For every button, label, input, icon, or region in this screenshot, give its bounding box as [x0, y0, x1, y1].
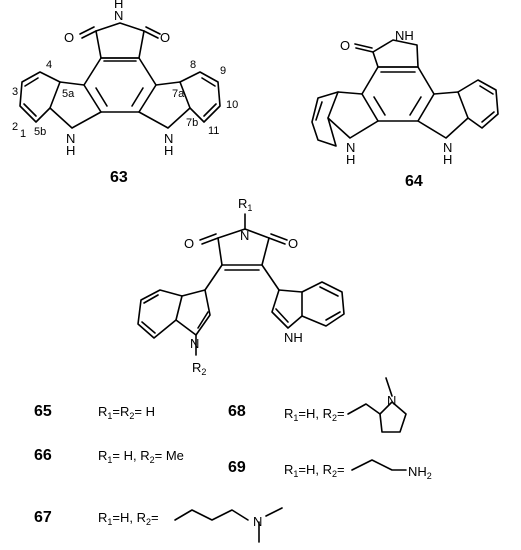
atom-H: H: [164, 143, 173, 158]
atom-O: O: [288, 236, 298, 251]
compound-id-65: 65: [34, 403, 52, 420]
structure-bisindolylmaleimide: [137, 213, 345, 356]
atom-R1: R1: [238, 196, 252, 213]
atom-NH: NH: [284, 330, 303, 345]
compound-id-66: 66: [34, 447, 52, 464]
substituent-69: R1=H, R2=: [284, 462, 345, 479]
position-label: 10: [226, 99, 238, 111]
atom-N: N: [387, 393, 396, 408]
atom-O: O: [160, 30, 170, 45]
atom-H: H: [114, 0, 123, 11]
atom-N: N: [443, 140, 452, 155]
compound-id-63: 63: [110, 169, 128, 186]
position-label: 3: [12, 86, 18, 98]
compound-id-67: 67: [34, 509, 52, 526]
position-label: 7b: [186, 117, 198, 129]
dimethylaminopropyl-chain: [174, 507, 283, 543]
methylpyrrolidinylmethyl-ring: [347, 377, 407, 433]
atom-H: H: [443, 152, 452, 167]
position-label: 9: [220, 65, 226, 77]
substituent-67: R1=H, R2=: [98, 510, 159, 527]
atom-N: N: [164, 131, 173, 146]
atom-O: O: [184, 236, 194, 251]
compound-id-68: 68: [228, 403, 246, 420]
atom-N: N: [190, 336, 199, 351]
atom-N: N: [114, 8, 123, 23]
position-label: 7a: [172, 88, 185, 100]
atom-H: H: [346, 152, 355, 167]
atom-N: N: [66, 131, 75, 146]
position-label: 4: [46, 59, 52, 71]
position-label: 11: [208, 125, 219, 137]
compound-id-64: 64: [405, 173, 423, 190]
position-label: 5a: [62, 88, 75, 100]
atom-O: O: [64, 30, 74, 45]
compound-id-69: 69: [228, 459, 246, 476]
aminoethyl-chain: [351, 459, 407, 471]
atom-N: N: [346, 140, 355, 155]
atom-NH: NH: [395, 28, 414, 43]
structure-63: [19, 22, 221, 129]
substituent-65: R1=R2= H: [98, 404, 155, 421]
atom-H: H: [66, 143, 75, 158]
atom-O: O: [340, 38, 350, 53]
atom-N: N: [240, 228, 249, 243]
position-label: 8: [190, 59, 196, 71]
position-label: 2: [12, 121, 18, 133]
position-label: 1: [20, 128, 26, 140]
structure-64: [311, 39, 499, 147]
substituent-66: R1= H, R2= Me: [98, 448, 184, 465]
substituent-68: R1=H, R2=: [284, 406, 345, 423]
position-label: 5b: [34, 126, 46, 138]
atom-N: N: [253, 514, 262, 529]
atom-R2: R2: [192, 360, 206, 377]
atom-NH2: NH2: [408, 464, 432, 481]
